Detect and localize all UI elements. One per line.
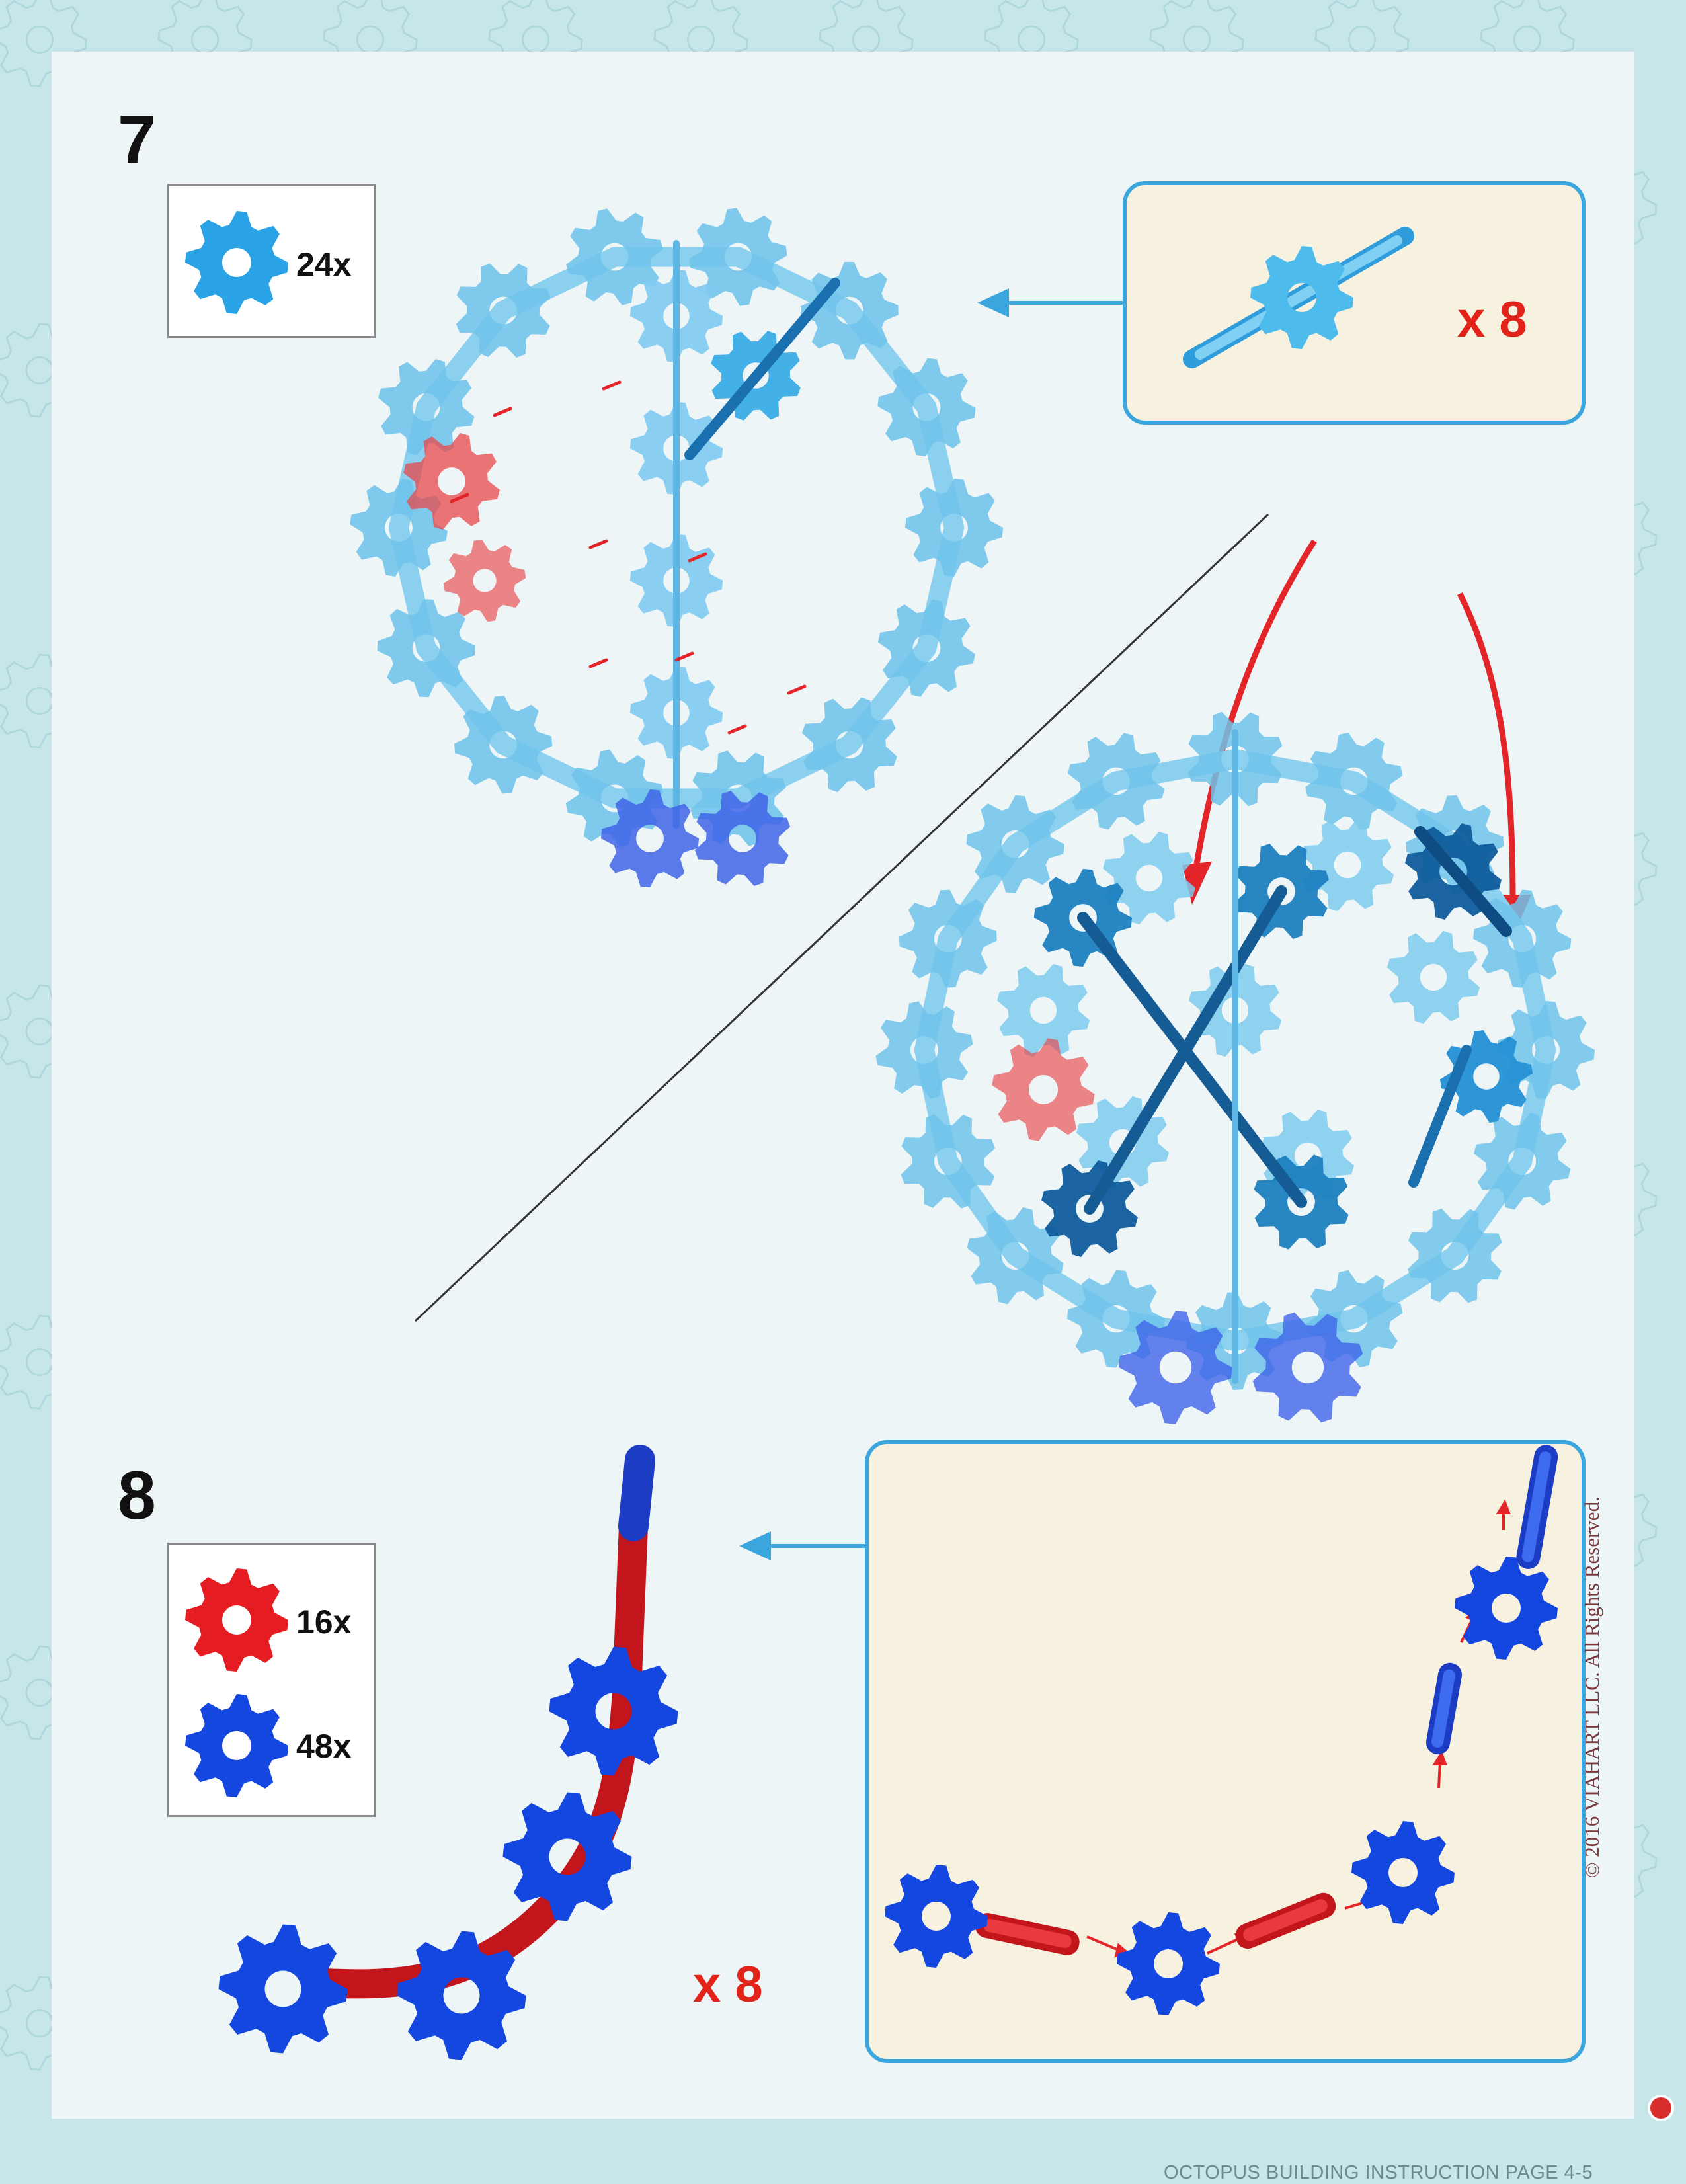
step-7-part-quantity: 24x [296, 246, 352, 283]
placement-arrow-right [1457, 592, 1516, 899]
callout-pointer-arrow [977, 288, 1126, 317]
step-7-callout: x 8 [1123, 181, 1586, 425]
step-8-callout [865, 1440, 1586, 2063]
step-8-part-quantity-blue: 48x [296, 1728, 352, 1765]
step-8-parts-box: 16x 48x [167, 1543, 376, 1817]
page-caption: OCTOPUS BUILDING INSTRUCTION PAGE 4-5 [1164, 2162, 1593, 2183]
step-7-result-sphere-illustration [862, 697, 1595, 1440]
step-7-number: 7 [118, 102, 156, 179]
instruction-page: 7 24x x 8 [52, 52, 1634, 2119]
step-8-number: 8 [118, 1457, 156, 1534]
step-7-partial-sphere-illustration [329, 194, 1004, 901]
tentacle-assembly-illustration [218, 1445, 678, 2060]
step-8-assembly-multiplier: x 8 [693, 1957, 763, 2013]
exploded-tentacle-diagram [885, 1445, 1558, 2015]
copyright-notice: © 2016 VIAHART LLC. All Rights Reserved. [1580, 1496, 1603, 1878]
placement-arrow-left [1192, 539, 1317, 872]
step-divider-line [414, 513, 1269, 1322]
brand-logo-icon [1648, 2095, 1674, 2121]
step-7-callout-multiplier: x 8 [1457, 292, 1527, 348]
light-blue-flake-icon [185, 211, 288, 314]
step-7-parts-box: 24x [167, 184, 376, 338]
connector-flake-assembly-icon [1182, 227, 1415, 368]
step-8-part-quantity-red: 16x [296, 1603, 352, 1640]
